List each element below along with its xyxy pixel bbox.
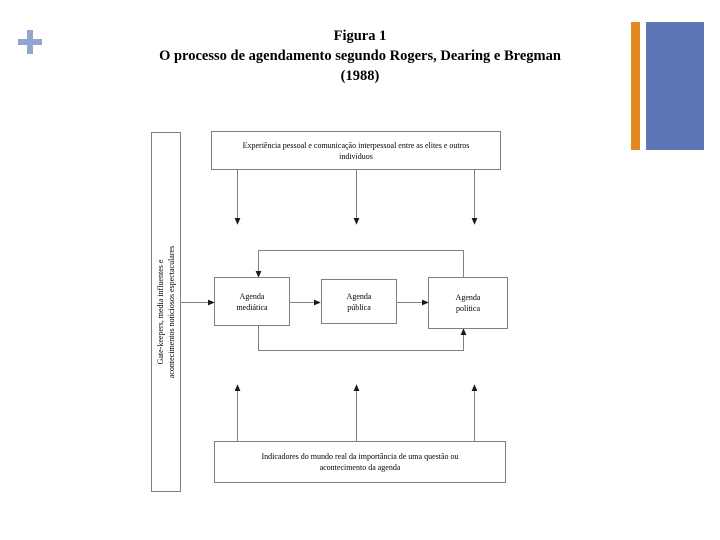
blue-accent-bar [646,22,704,150]
node-experiencia-pessoal-line-1: Experiência pessoal e comunicação interp… [242,140,470,150]
orange-accent-bar [631,22,640,150]
node-agenda-publica: Agenda pública [321,279,397,324]
node-agenda-publica-line-1: Agenda [346,291,372,301]
node-gatekeepers-line-2: acontecimentos noticiosos espectaculares [167,245,176,379]
node-experiencia-pessoal: Experiência pessoal e comunicação interp… [211,131,501,170]
node-indicadores-line-1: Indicadores do mundo real da importância… [261,452,459,461]
title-line-3: (1988) [340,68,380,84]
figure-title: Figura 1 O processo de agendamento segun… [0,26,720,86]
node-gatekeepers-label: Gate-keepers, media influentes e acontec… [155,246,177,378]
node-agenda-mediatica: Agenda mediática [214,277,290,326]
node-agenda-politica-line-2: política [456,304,480,313]
node-gatekeepers: Gate-keepers, media influentes e acontec… [151,132,181,492]
plus-icon [18,30,42,54]
node-agenda-politica-line-1: Agenda [455,293,481,302]
node-agenda-politica: Agenda política [428,277,508,329]
node-indicadores-line-2: acontecimento da agenda [319,463,401,472]
node-agenda-publica-line-2: pública [347,302,371,312]
node-experiencia-pessoal-line-2: indivíduos [339,151,373,161]
node-agenda-mediatica-line-1: Agenda [239,291,265,301]
node-indicadores-mundo-real: Indicadores do mundo real da importância… [214,441,506,483]
node-gatekeepers-line-1: Gate-keepers, media influentes e [156,259,165,365]
title-line-2: O processo de agendamento segundo Rogers… [159,48,561,64]
node-agenda-mediatica-line-2: mediática [236,302,268,312]
title-line-1: Figura 1 [333,28,387,44]
